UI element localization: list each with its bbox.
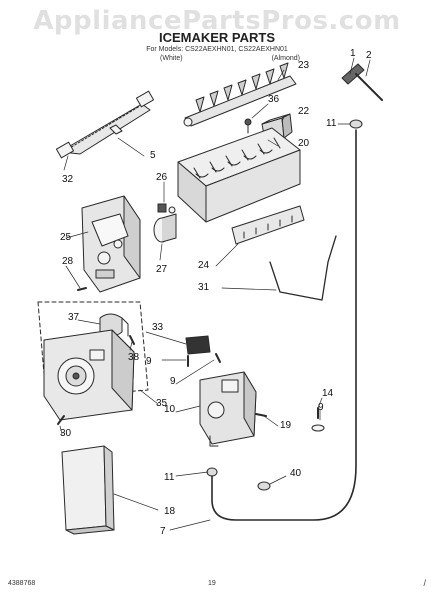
- variant-almond: (Almond): [271, 55, 300, 62]
- control-kit-outline: [37, 301, 149, 399]
- callout-label: 19: [280, 420, 292, 431]
- variant-white: (White): [160, 55, 183, 62]
- callout-label: 32: [62, 174, 74, 185]
- callout-label: 9: [170, 376, 176, 387]
- callout-label: 37: [68, 312, 80, 323]
- nut-parts-11: [206, 119, 363, 477]
- callout-label: 38: [128, 352, 140, 363]
- water-valve-part: [199, 371, 257, 447]
- callout-label: 11: [326, 118, 337, 129]
- callout-label: 1: [350, 48, 356, 59]
- callout-label: 27: [156, 264, 168, 275]
- callout-label: 9: [146, 356, 152, 367]
- callout-label: 5: [150, 150, 156, 161]
- callout-label: 18: [164, 506, 176, 517]
- mounting-plate-part: [81, 195, 141, 293]
- control-housing-part: [43, 329, 135, 421]
- corner-mark: /: [423, 578, 426, 588]
- water-tube-part: [211, 129, 357, 521]
- callout-label: 14: [322, 388, 334, 399]
- front-cover-part: [61, 445, 115, 535]
- fitting-part-26: [157, 203, 176, 214]
- callout-label: 33: [152, 322, 164, 333]
- screw-part-28: [77, 287, 87, 291]
- screw-parts-9: [187, 353, 319, 419]
- fill-cup-part: [153, 213, 177, 243]
- callout-label: 31: [198, 282, 210, 293]
- callout-label: 11: [164, 472, 175, 483]
- ice-mold-part: [177, 127, 301, 223]
- watermark-text: AppliancePartsPros.com: [33, 6, 401, 36]
- callout-label: 28: [62, 256, 74, 267]
- screw-part-30: [57, 415, 65, 425]
- callout-label: 10: [164, 404, 176, 415]
- callout-label: 35: [156, 398, 168, 409]
- clamp-part-14: [311, 424, 325, 432]
- callout-label: 25: [60, 232, 72, 243]
- callout-label: 24: [198, 260, 210, 271]
- variant-labels: (White) (Almond): [160, 55, 300, 62]
- wire-harness-part: [55, 90, 155, 159]
- ejector-part: [183, 62, 297, 127]
- callout-label: 30: [60, 428, 72, 439]
- models-line: For Models: CS22AEXHN01, CS22AEXHN01: [146, 46, 288, 53]
- bracket-part-24: [231, 205, 305, 245]
- clip-part-33: [185, 335, 211, 355]
- diagram-title: ICEMAKER PARTS: [158, 30, 276, 45]
- callout-label: 26: [156, 172, 168, 183]
- part-38: [129, 335, 135, 345]
- callout-label: 23: [298, 60, 310, 71]
- page-number: 19: [208, 580, 216, 587]
- callout-label: 22: [298, 106, 310, 117]
- part-list-number: 4388768: [8, 580, 36, 587]
- callout-label: 2: [366, 50, 372, 61]
- screw-part-36: [244, 118, 252, 134]
- callout-label: 40: [290, 468, 302, 479]
- nut-part-40: [257, 481, 271, 491]
- fill-tube-fitting: [341, 63, 383, 101]
- shutoff-arm-part: [269, 235, 337, 301]
- leader-lines: [59, 57, 371, 531]
- screw-part-19: [255, 413, 267, 417]
- callout-label: 20: [298, 138, 310, 149]
- callout-label: 36: [268, 94, 280, 105]
- callout-label: 9: [318, 402, 324, 413]
- callout-label: 7: [160, 526, 166, 537]
